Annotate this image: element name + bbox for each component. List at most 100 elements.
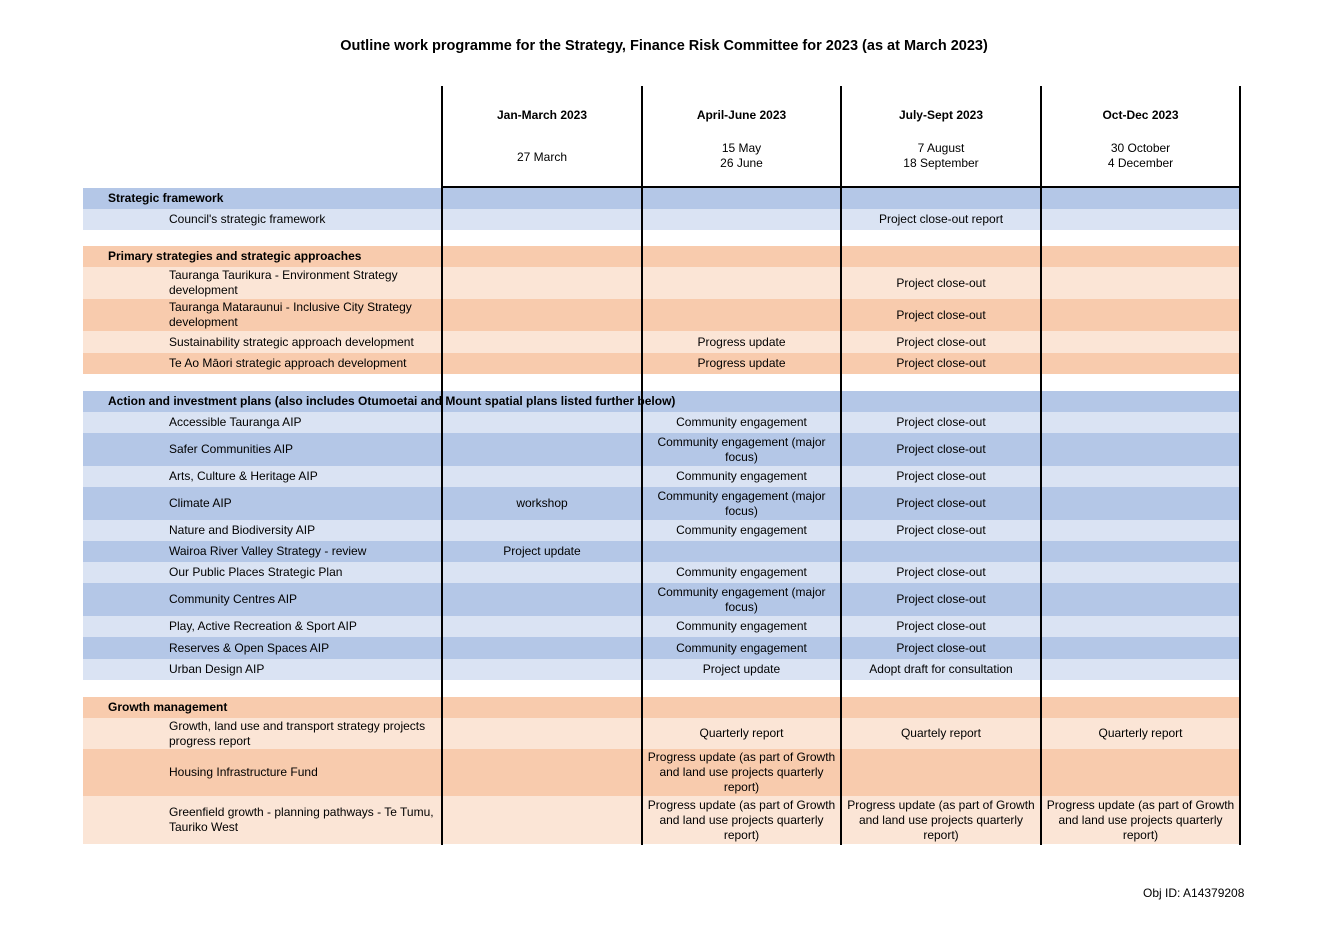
row-label: Tauranga Taurikura - Environment Strateg… [169, 268, 398, 297]
row-label: Greenfield growth - planning pathways - … [169, 805, 434, 834]
period-cell [1041, 637, 1240, 659]
period-cell [1041, 331, 1240, 353]
period-cell [442, 796, 642, 844]
period-cell [642, 267, 841, 299]
period-cell: Progress update (as part of Growth and l… [647, 797, 836, 842]
section-title: Growth management [108, 700, 228, 714]
period-label: Oct-Dec 2023 [1102, 108, 1179, 122]
table-row: Greenfield growth - planning pathways - … [83, 796, 1240, 844]
period-cell [1041, 299, 1240, 331]
table-row: Tauranga Mataraunui - Inclusive City Str… [83, 299, 1240, 331]
period-cell [442, 267, 642, 299]
period-cell: Community engagement (major focus) [657, 584, 826, 614]
table-row: Arts, Culture & Heritage AIP Community en… [83, 466, 1240, 487]
period-cell [442, 466, 642, 487]
row-label: Sustainability strategic approach develo… [169, 334, 414, 349]
row-label: Arts, Culture & Heritage AIP [169, 469, 318, 483]
period-cell [442, 749, 642, 796]
period-cell: Project close-out report [878, 212, 1004, 226]
period-cell: Project close-out [896, 307, 986, 322]
column-divider [441, 86, 443, 845]
period-cell: Project close-out [896, 592, 986, 606]
column-divider [840, 86, 842, 845]
column-divider [641, 86, 643, 845]
period-cell [442, 433, 642, 466]
table-row: Sustainability strategic approach develo… [83, 331, 1240, 353]
period-cell: Project close-out [896, 415, 986, 429]
period-dates: 27 March [516, 150, 568, 164]
period-cell [442, 637, 642, 659]
row-label: Reserves & Open Spaces AIP [169, 640, 330, 655]
period-cell: Project close-out [896, 640, 986, 655]
period-label: April-June 2023 [696, 108, 787, 122]
row-label: Our Public Places Strategic Plan [169, 565, 343, 579]
period-cell [1041, 209, 1240, 230]
period-cell [442, 583, 642, 616]
period-cell: Progress update (as part of Growth and l… [1046, 797, 1235, 842]
period-cell: Community engagement [676, 469, 807, 483]
table-row: Accessible Tauranga AIP Community engagem… [83, 412, 1240, 433]
period-cell: Project close-out [896, 356, 986, 370]
column-divider [1040, 86, 1042, 845]
period-cell: Quarterly report [1098, 726, 1183, 740]
row-label: Nature and Biodiversity AIP [169, 523, 316, 537]
period-cell [442, 299, 642, 331]
period-cell [1041, 520, 1240, 541]
period-cell [1041, 562, 1240, 583]
row-label: Climate AIP [169, 496, 232, 510]
period-cell [1041, 412, 1240, 433]
section-spacer [83, 230, 1240, 246]
period-cell [1041, 433, 1240, 466]
period-cell: Community engagement (major focus) [657, 488, 826, 518]
period-cell: Community engagement [676, 415, 807, 429]
period-dates: 30 October 4 December [1107, 141, 1174, 170]
table-row: Growth, land use and transport strategy … [83, 718, 1240, 749]
period-cell [1041, 353, 1240, 374]
period-cell [1041, 616, 1240, 637]
period-cell: Adopt draft for consultation [869, 662, 1013, 676]
period-dates: 7 August 18 September [903, 141, 979, 170]
object-id: Obj ID: A14379208 [1143, 886, 1245, 900]
section-header-row: Primary strategies and strategic approac… [83, 246, 1240, 267]
document-title: Outline work programme for the Strategy,… [340, 38, 988, 54]
period-dates: 15 May 26 June [720, 141, 763, 170]
row-label: Play, Active Recreation & Sport AIP [169, 619, 357, 633]
period-cell: Project close-out [896, 619, 986, 633]
period-cell [1041, 466, 1240, 487]
row-label: Community Centres AIP [169, 592, 298, 606]
section-header-row: Action and investment plans (also includ… [83, 391, 1240, 412]
period-cell: Progress update (as part of Growth and l… [847, 797, 1035, 842]
period-cell: Quartely report [900, 726, 982, 740]
period-cell: Progress update [697, 356, 786, 370]
period-header-jan-march: Jan-March 2023 27 March [442, 86, 642, 188]
period-cell: Community engagement [676, 619, 807, 633]
row-label: Housing Infrastructure Fund [169, 765, 318, 779]
period-cell [442, 562, 642, 583]
period-cell: Progress update [697, 334, 786, 349]
period-cell: Project close-out [896, 442, 986, 456]
table-row: Climate AIP workshop Community engagement … [83, 487, 1240, 520]
period-cell: workshop [516, 496, 568, 510]
period-cell: Project close-out [896, 469, 986, 483]
row-label: Wairoa River Valley Strategy - review [169, 544, 367, 558]
section-header-row: Strategic framework [83, 188, 1240, 209]
table-row: Community Centres AIP Community engagemen… [83, 583, 1240, 616]
period-label: Jan-March 2023 [496, 108, 588, 122]
table-row: Tauranga Taurikura - Environment Strateg… [83, 267, 1240, 299]
section-title: Strategic framework [108, 191, 224, 205]
row-label: Tauranga Mataraunui - Inclusive City Str… [169, 300, 412, 329]
period-cell [442, 412, 642, 433]
row-label: Accessible Tauranga AIP [169, 415, 302, 429]
table-row: Play, Active Recreation & Sport AIP Commu… [83, 616, 1240, 637]
period-cell: Community engagement [676, 640, 807, 655]
section-title: Primary strategies and strategic approac… [108, 249, 362, 263]
period-cell [442, 353, 642, 374]
period-cell [841, 749, 1041, 796]
period-cell [642, 541, 841, 562]
period-cell [442, 616, 642, 637]
section-title: Action and investment plans (also includ… [108, 394, 676, 408]
